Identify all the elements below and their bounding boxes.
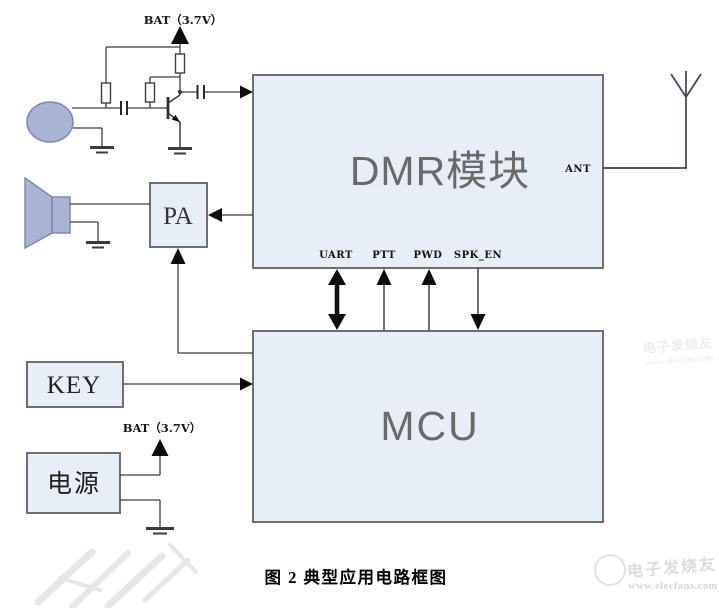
- power-arrow-icon: [151, 439, 169, 456]
- ptt-port-label: PTT: [372, 250, 396, 261]
- resistor-icon: [174, 53, 186, 74]
- spk-en-arrow: [470, 268, 486, 330]
- power-arrow-icon: [171, 26, 189, 44]
- ant-port-label: ANT: [564, 164, 591, 175]
- pwd-arrow: [421, 269, 437, 331]
- pwd-port-label: PWD: [414, 250, 443, 261]
- capacitor-icon: [196, 85, 205, 99]
- antenna-icon: [603, 71, 702, 169]
- watermark-brand: 电子发烧友: [642, 335, 713, 356]
- bat-label-top: BAT（3.7V）: [144, 13, 223, 27]
- speaker-icon: [24, 176, 71, 250]
- key-circuit: KEY: [26, 361, 253, 408]
- power-circuit: 电源 BAT（3.7V）: [26, 421, 202, 535]
- ptt-arrow: [376, 269, 392, 331]
- mic-preamp-circuit: BAT（3.7V）: [26, 13, 253, 155]
- pa-block-rect: [149, 182, 208, 248]
- watermark-logo-icon: [594, 554, 626, 586]
- dmr-block-label: DMR模块: [350, 148, 530, 194]
- mcu-block-label: MCU: [380, 403, 479, 449]
- pa-circuit: PA: [24, 176, 253, 354]
- microphone-icon: [26, 101, 74, 143]
- mcu-to-pa-arrow: [170, 248, 186, 264]
- figure-caption: 图 2 典型应用电路框图: [265, 567, 448, 587]
- transistor-icon: [166, 92, 181, 147]
- bat-label-bottom: BAT（3.7V）: [123, 421, 202, 435]
- power-block-rect: [26, 452, 121, 514]
- key-block-rect: [26, 361, 124, 408]
- dmr-block: DMR模块 ANT UART PTT PWD SPK_EN: [252, 74, 604, 269]
- mcu-block-rect: [252, 330, 604, 523]
- mic-to-dmr-arrow: [240, 85, 253, 99]
- pa-block-label: PA: [163, 203, 193, 230]
- dmr-to-pa-arrow: [208, 208, 222, 222]
- watermark-mid: 电子发烧友 www.elecfans.com: [642, 335, 713, 368]
- uart-arrow: [328, 269, 346, 330]
- ground-icon: [90, 146, 114, 154]
- spk-en-port-label: SPK_EN: [454, 250, 502, 261]
- watermark-brand: 电子发烧友: [626, 554, 717, 581]
- ground-icon: [146, 527, 174, 535]
- watermark-fragment: [34, 543, 198, 608]
- uart-port-label: UART: [319, 250, 353, 261]
- watermark-bottom: 电子发烧友 www.elecfans.com: [594, 554, 718, 592]
- power-block-label: 电源: [47, 470, 101, 498]
- ground-icon: [86, 241, 110, 249]
- watermark-url: www.elecfans.com: [628, 581, 718, 592]
- resistor-icon: [144, 82, 156, 103]
- ground-icon: [168, 147, 192, 155]
- key-block-label: KEY: [47, 372, 101, 399]
- dmr-mcu-bus: [328, 268, 486, 331]
- mcu-block: MCU: [252, 330, 604, 523]
- capacitor-icon: [120, 101, 128, 115]
- dmr-block-rect: [252, 74, 604, 269]
- key-to-mcu-arrow: [240, 377, 253, 391]
- resistor-icon: [100, 82, 112, 104]
